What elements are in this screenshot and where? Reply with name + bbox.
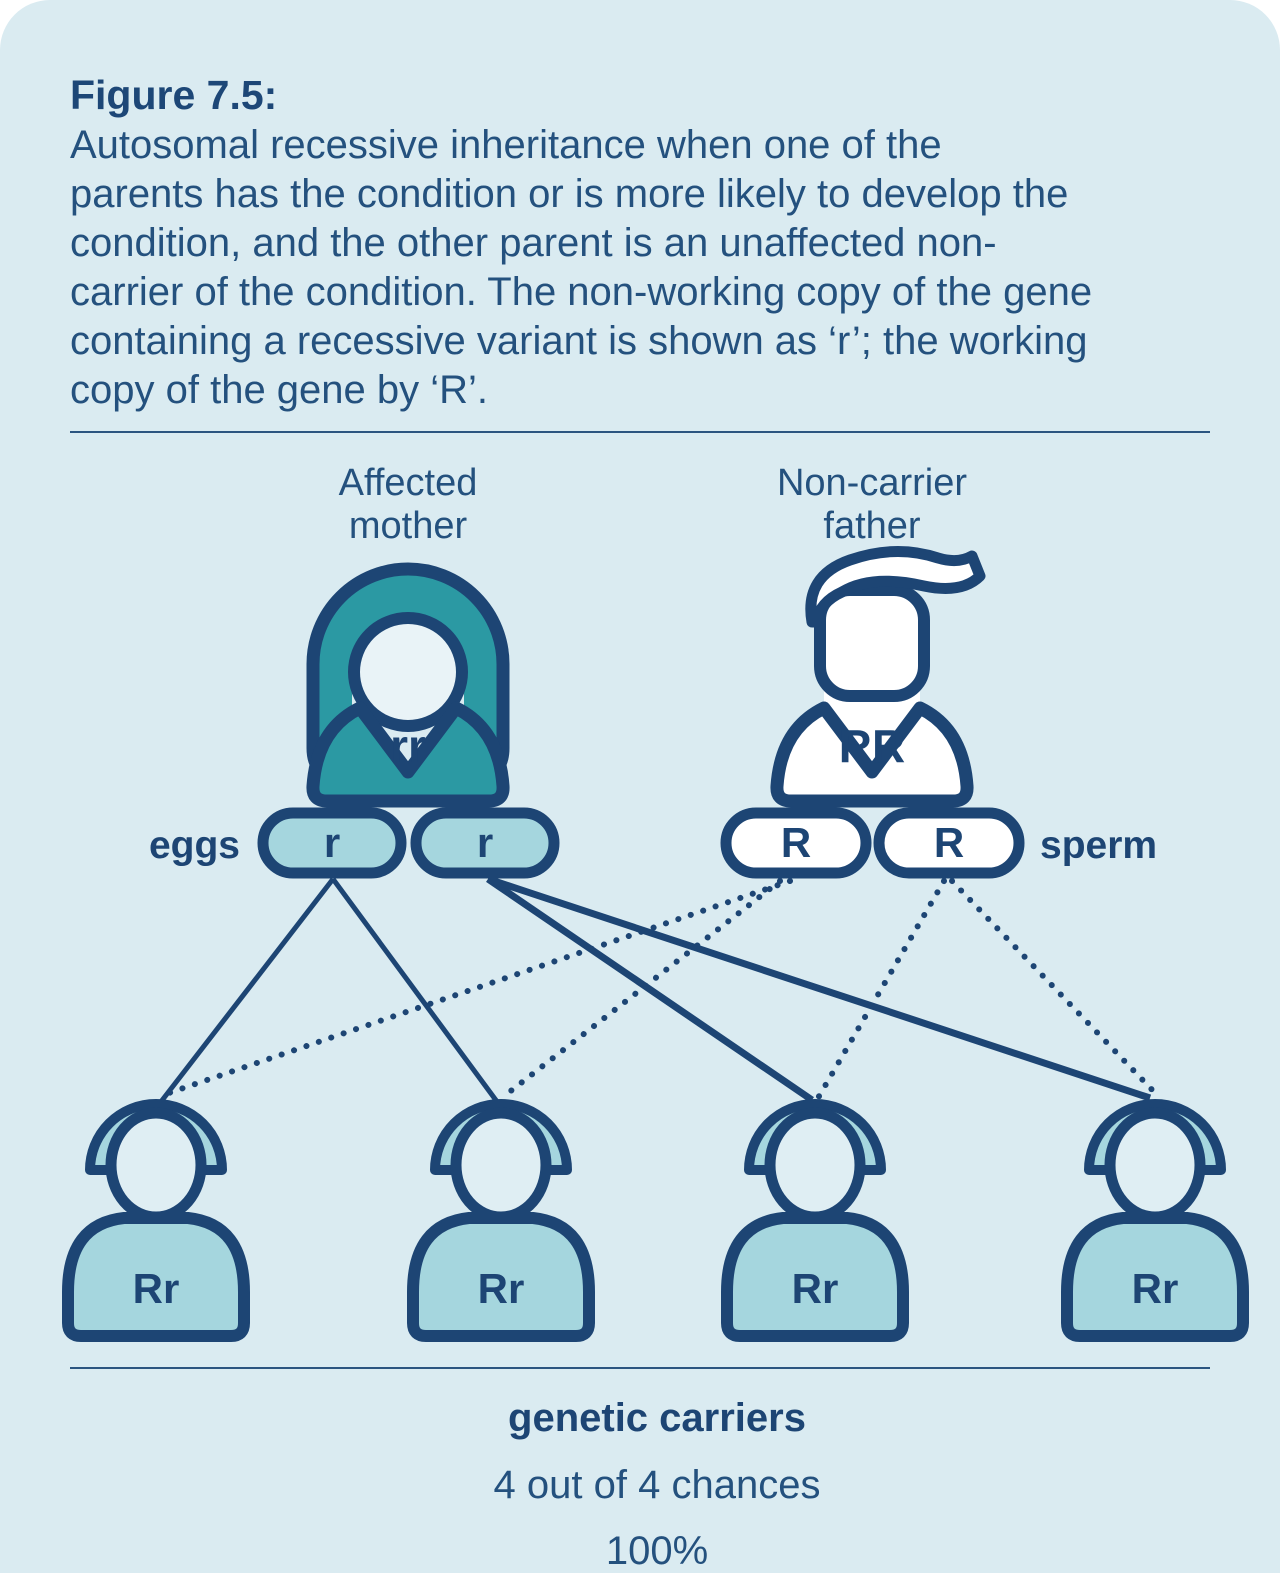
top-divider [70,431,1210,433]
solid-line-egg2-child3 [486,876,814,1103]
father-genotype: RR [839,720,905,772]
egg-cell-2 [410,807,560,879]
mother-body [306,701,510,808]
result-chances: 4 out of 4 chances [493,1463,821,1507]
egg-cell-1 [257,807,407,879]
solid-line-egg1-child2 [330,877,501,1105]
sperm-cell-2 [873,807,1025,879]
sperm-1-allele: R [781,819,811,866]
father-icon: RR [770,546,986,808]
mother-icon: rr [306,562,510,808]
child-icon-1: Rr [68,1104,244,1336]
solid-line-egg1-child1 [158,877,335,1105]
egg-cells: r r [257,807,560,879]
egg-inheritance-lines [158,875,1152,1105]
result-percentage: 100% [605,1529,709,1573]
father-hair [805,546,986,628]
sperm-inheritance-lines [160,878,1161,1101]
figure-number: Figure 7.5: [70,72,278,118]
sperm-cell-1 [720,807,872,879]
sperm-cells: R R [720,807,1025,879]
egg-1-allele: r [324,819,340,866]
child-1-genotype: Rr [133,1265,180,1312]
dotted-line-sperm1-child1 [160,878,793,1098]
bottom-divider [70,1367,1210,1369]
result-title: genetic carriers [508,1396,806,1440]
child-icon-3: Rr [727,1104,903,1336]
child-4-genotype: Rr [1132,1265,1179,1312]
mother-label: Affected mother [338,462,478,547]
mother-face [348,612,468,732]
child-3-genotype: Rr [792,1265,839,1312]
dotted-line-sperm2-child4 [949,878,1161,1099]
dotted-line-sperm2-child3 [815,878,947,1101]
child-icon-4: Rr [1067,1104,1243,1336]
sperm-label: sperm [1040,824,1158,867]
solid-line-egg2-child4 [486,875,1152,1102]
father-body [770,701,974,808]
child-icon-2: Rr [413,1104,589,1336]
figure-caption: Autosomal recessive inheritance when one… [70,123,1093,412]
egg-2-allele: r [477,819,493,866]
father-label: Non-carrier father [776,462,968,547]
father-face [814,584,930,702]
sperm-2-allele: R [934,819,964,866]
mother-genotype: rr [390,720,426,772]
child-2-genotype: Rr [478,1265,525,1312]
eggs-label: eggs [148,824,240,867]
